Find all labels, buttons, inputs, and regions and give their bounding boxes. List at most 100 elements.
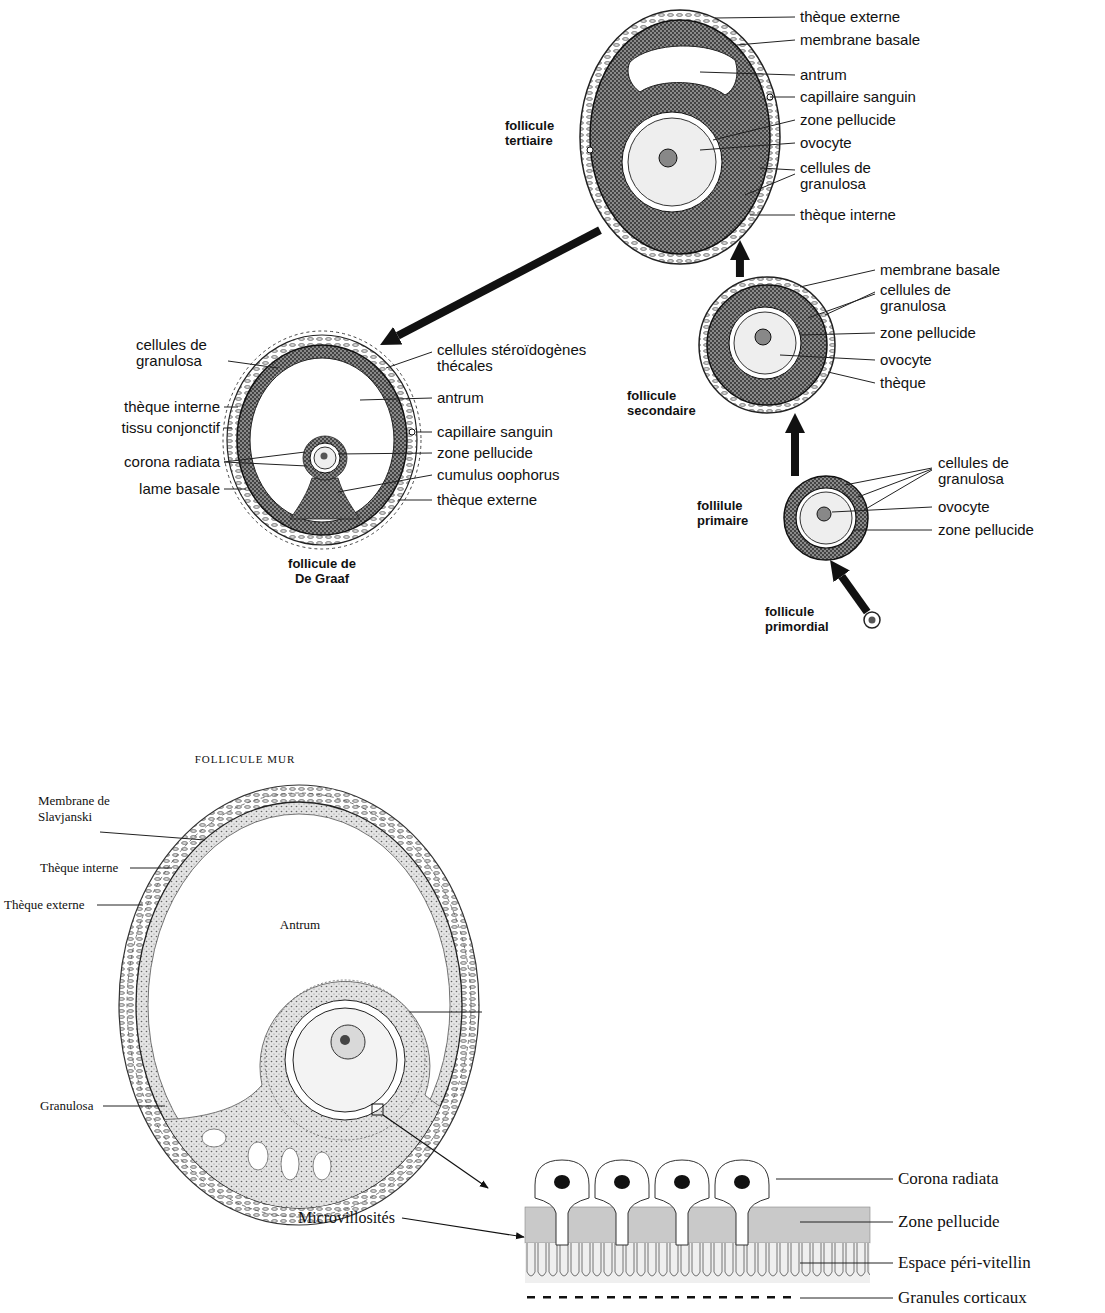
part-label: cellules de granulosa [136, 337, 224, 369]
part-label: thèque externe [437, 492, 537, 508]
follicle-name: FOLLICULE MUR [195, 752, 296, 766]
theca-layer [580, 10, 780, 264]
corona-radiata [265, 980, 425, 1140]
part-label: Granules corticaux [898, 1288, 1027, 1308]
oocyte [628, 118, 716, 206]
pointer-arrow [402, 1218, 524, 1237]
zona-pellucida [285, 1000, 405, 1120]
follicle-name: follicule secondaire [627, 388, 702, 418]
antrum-cavity [250, 358, 394, 522]
oocyte-nucleus [659, 149, 677, 167]
granulosa-layer [237, 345, 407, 535]
part-label: ovocyte [880, 352, 932, 368]
follicle-node: follicule de De Graaf [250, 345, 395, 535]
part-label: ovocyte [800, 135, 852, 151]
cell-nucleus [554, 1175, 570, 1189]
region-label: Antrum [280, 917, 320, 933]
part-label: corona radiata [124, 454, 220, 470]
granulosa-layer [784, 476, 868, 560]
nucleolus [340, 1035, 350, 1045]
follicle-node: follicule primordial [864, 612, 880, 628]
cortical-granules [525, 1294, 795, 1300]
follicle-node: follilule primaire [784, 476, 868, 560]
cumulus-oophorus [120, 981, 480, 1230]
follicle-node: follicule secondaire [699, 277, 835, 413]
part-label: cellules stéroïdogènes thécales [437, 342, 607, 374]
connective-tissue [223, 331, 421, 549]
part-label: zone pellucide [880, 325, 976, 341]
follicle-name: follicule tertiaire [505, 118, 580, 148]
part-label: membrane basale [880, 262, 1000, 278]
part-label: lame basale [139, 481, 220, 497]
part-label: Microvillosités [298, 1208, 395, 1227]
part-label: zone pellucide [800, 112, 896, 128]
corona-cells [535, 1160, 769, 1245]
part-label: Membrane de Slavjanski [38, 793, 133, 825]
oocyte-nucleus [755, 329, 771, 345]
follicle-name: follicule de De Graaf [280, 556, 364, 586]
granulosa-layer [707, 285, 827, 405]
part-label: membrane basale [800, 32, 920, 48]
antral-vacuole [281, 1148, 299, 1180]
zona-band [525, 1207, 870, 1243]
development-arrow [842, 576, 868, 612]
edge-group [398, 230, 867, 612]
cell-nucleus [614, 1175, 630, 1189]
oocyte-nucleus [321, 453, 328, 460]
part-label: cumulus oophorus [437, 467, 560, 483]
part-label: cellules de granulosa [938, 455, 1030, 487]
part-label: thèque [880, 375, 926, 391]
part-label: zone pellucide [437, 445, 533, 461]
antral-vacuole [202, 1129, 226, 1147]
capillary [409, 429, 415, 435]
theca-layer [699, 277, 835, 413]
part-label: thèque interne [124, 399, 220, 415]
part-label: ovocyte [938, 499, 990, 515]
zona-pellucida [729, 307, 801, 379]
zona-pellucida [796, 488, 856, 548]
part-label: antrum [800, 67, 847, 83]
cumulus-oophorus [290, 478, 360, 519]
corona-radiata [303, 436, 347, 480]
part-label: antrum [437, 390, 484, 406]
part-label: zone pellucide [938, 522, 1034, 538]
follicle-node: FOLLICULE MURAntrum [119, 785, 479, 1225]
development-arrow [398, 230, 600, 336]
antral-vacuole [248, 1142, 268, 1170]
oocyte [734, 312, 796, 374]
part-label: thèque externe [800, 9, 900, 25]
capillary [587, 147, 593, 153]
part-label: Thèque externe [4, 897, 84, 913]
part-label: Espace péri-vitellin [898, 1253, 1031, 1273]
part-label: cellules de granulosa [880, 282, 972, 314]
oocyte-nucleus [869, 617, 876, 624]
oocyte-nucleus [331, 1025, 365, 1059]
part-label: Thèque interne [40, 860, 118, 876]
oocyte [293, 1008, 397, 1112]
part-label: Granulosa [40, 1098, 93, 1114]
granulosa-layer [590, 20, 770, 254]
zoom-square [372, 1104, 383, 1115]
oocyte-nucleus [817, 507, 831, 521]
part-label: Corona radiata [898, 1169, 999, 1189]
follicle-name: follicule primordial [765, 604, 840, 634]
development-arrow [791, 433, 799, 476]
antral-vacuole [313, 1152, 331, 1180]
zona-pellucida [310, 443, 340, 473]
part-label: cellules de granulosa [800, 160, 892, 192]
part-label: capillaire sanguin [437, 424, 553, 440]
follicle-name: follilule primaire [697, 498, 772, 528]
primordial-follicle [864, 612, 880, 628]
part-label: capillaire sanguin [800, 89, 916, 105]
antrum-cavity [628, 46, 737, 95]
leader-lines [224, 17, 932, 530]
theca-layer [227, 335, 417, 545]
part-label: thèque interne [800, 207, 896, 223]
leader-lines [97, 832, 893, 1298]
oocyte [314, 447, 336, 469]
cell-nucleus [674, 1175, 690, 1189]
oocyte [800, 492, 852, 544]
development-arrow [736, 260, 744, 277]
zona-pellucida [622, 112, 722, 212]
